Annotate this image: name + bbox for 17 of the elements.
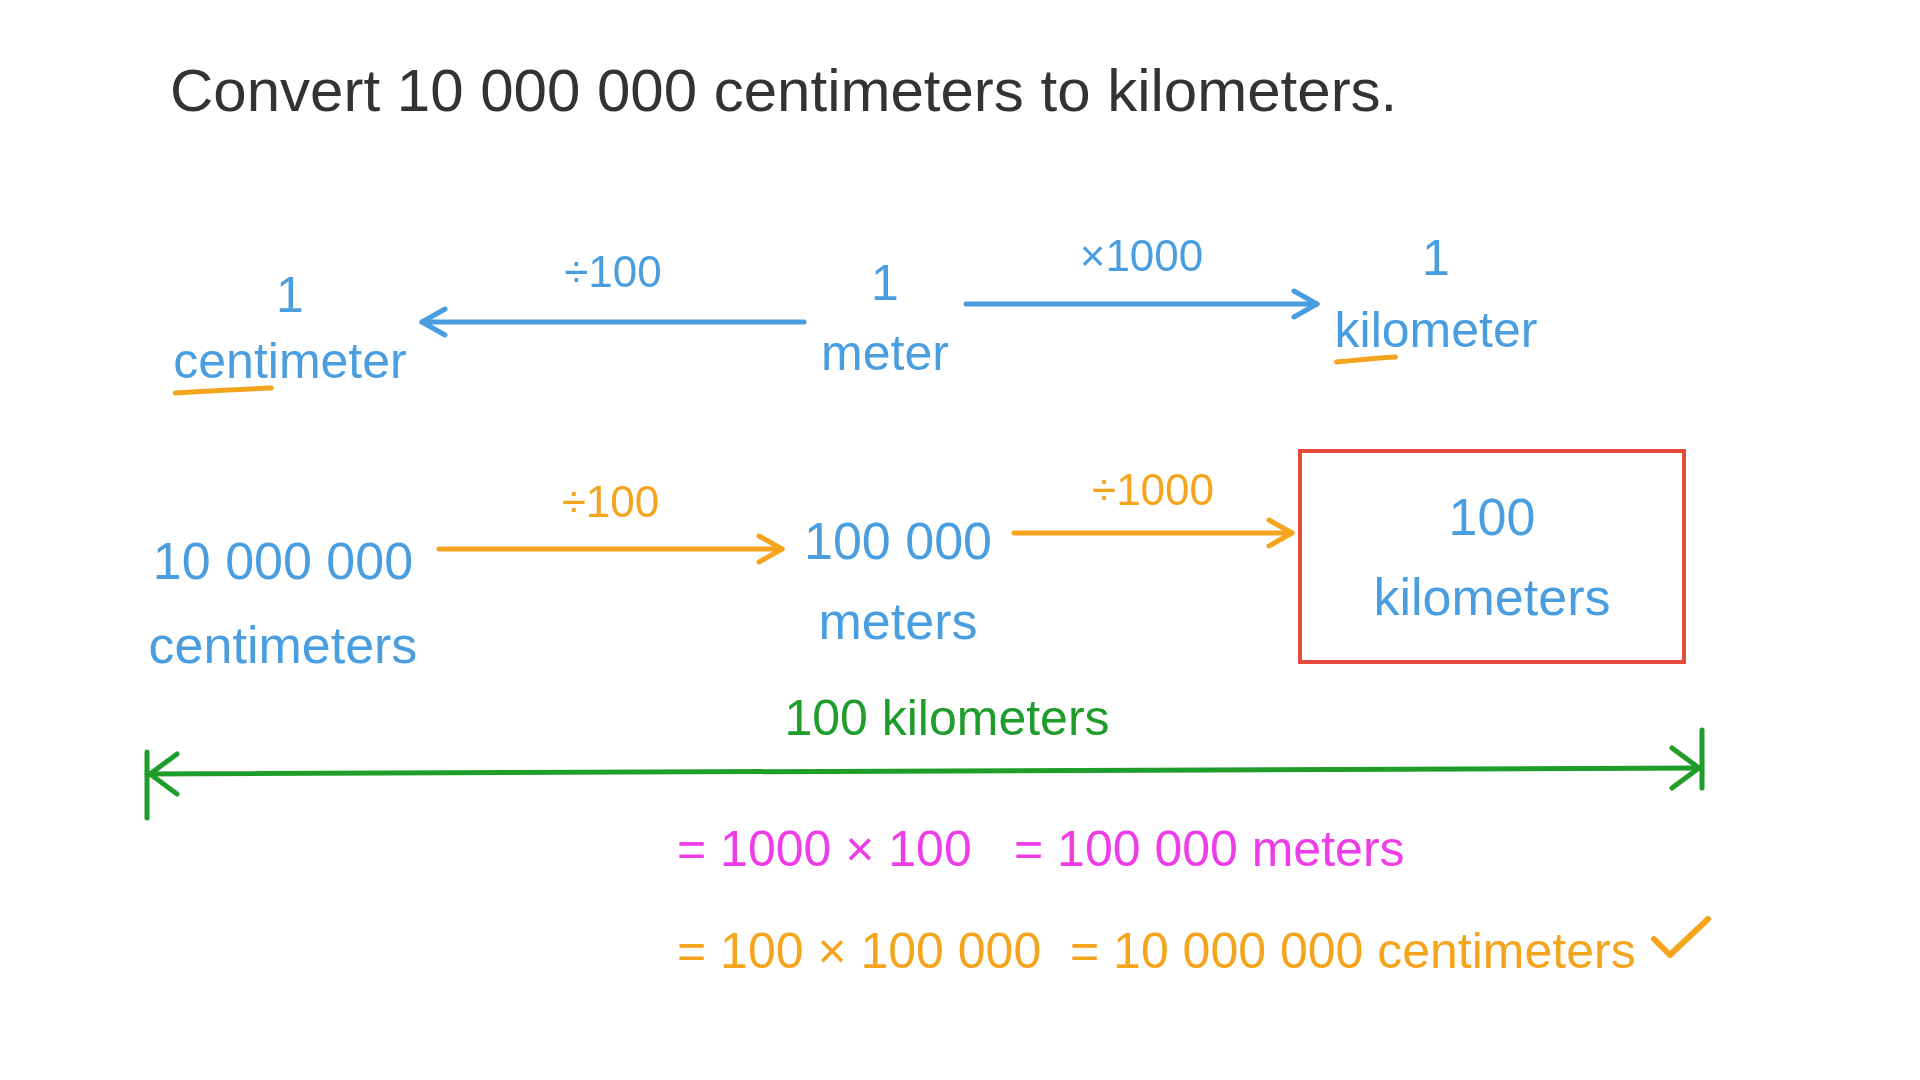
quantity-text: 100 kilometers (1372, 486, 1612, 628)
arrow (436, 533, 785, 565)
arrow (963, 288, 1320, 320)
equation-text: = 10 000 000 centimeters (1070, 922, 1636, 980)
equation-text: = 100 × 100 000 (677, 922, 1042, 980)
arrow (419, 306, 807, 338)
quantity-text: 100 000 meters (788, 501, 1008, 661)
equation-text: = 100 000 meters (1014, 820, 1405, 878)
quantity-text: 1 kilometer (1323, 222, 1549, 366)
title: Convert 10 000 000 centimeters to kilometers. (170, 55, 1398, 125)
dimension-label: 100 kilometers (784, 689, 1110, 747)
equation-text: = 1000 × 100 (677, 820, 972, 878)
result-box (1298, 449, 1686, 664)
quantity-text: 1 centimeter (164, 262, 416, 394)
quantity-text: 10 000 000 centimeters (133, 519, 433, 687)
arrow (1011, 517, 1295, 549)
quantity-text: 1 meter (810, 248, 960, 388)
